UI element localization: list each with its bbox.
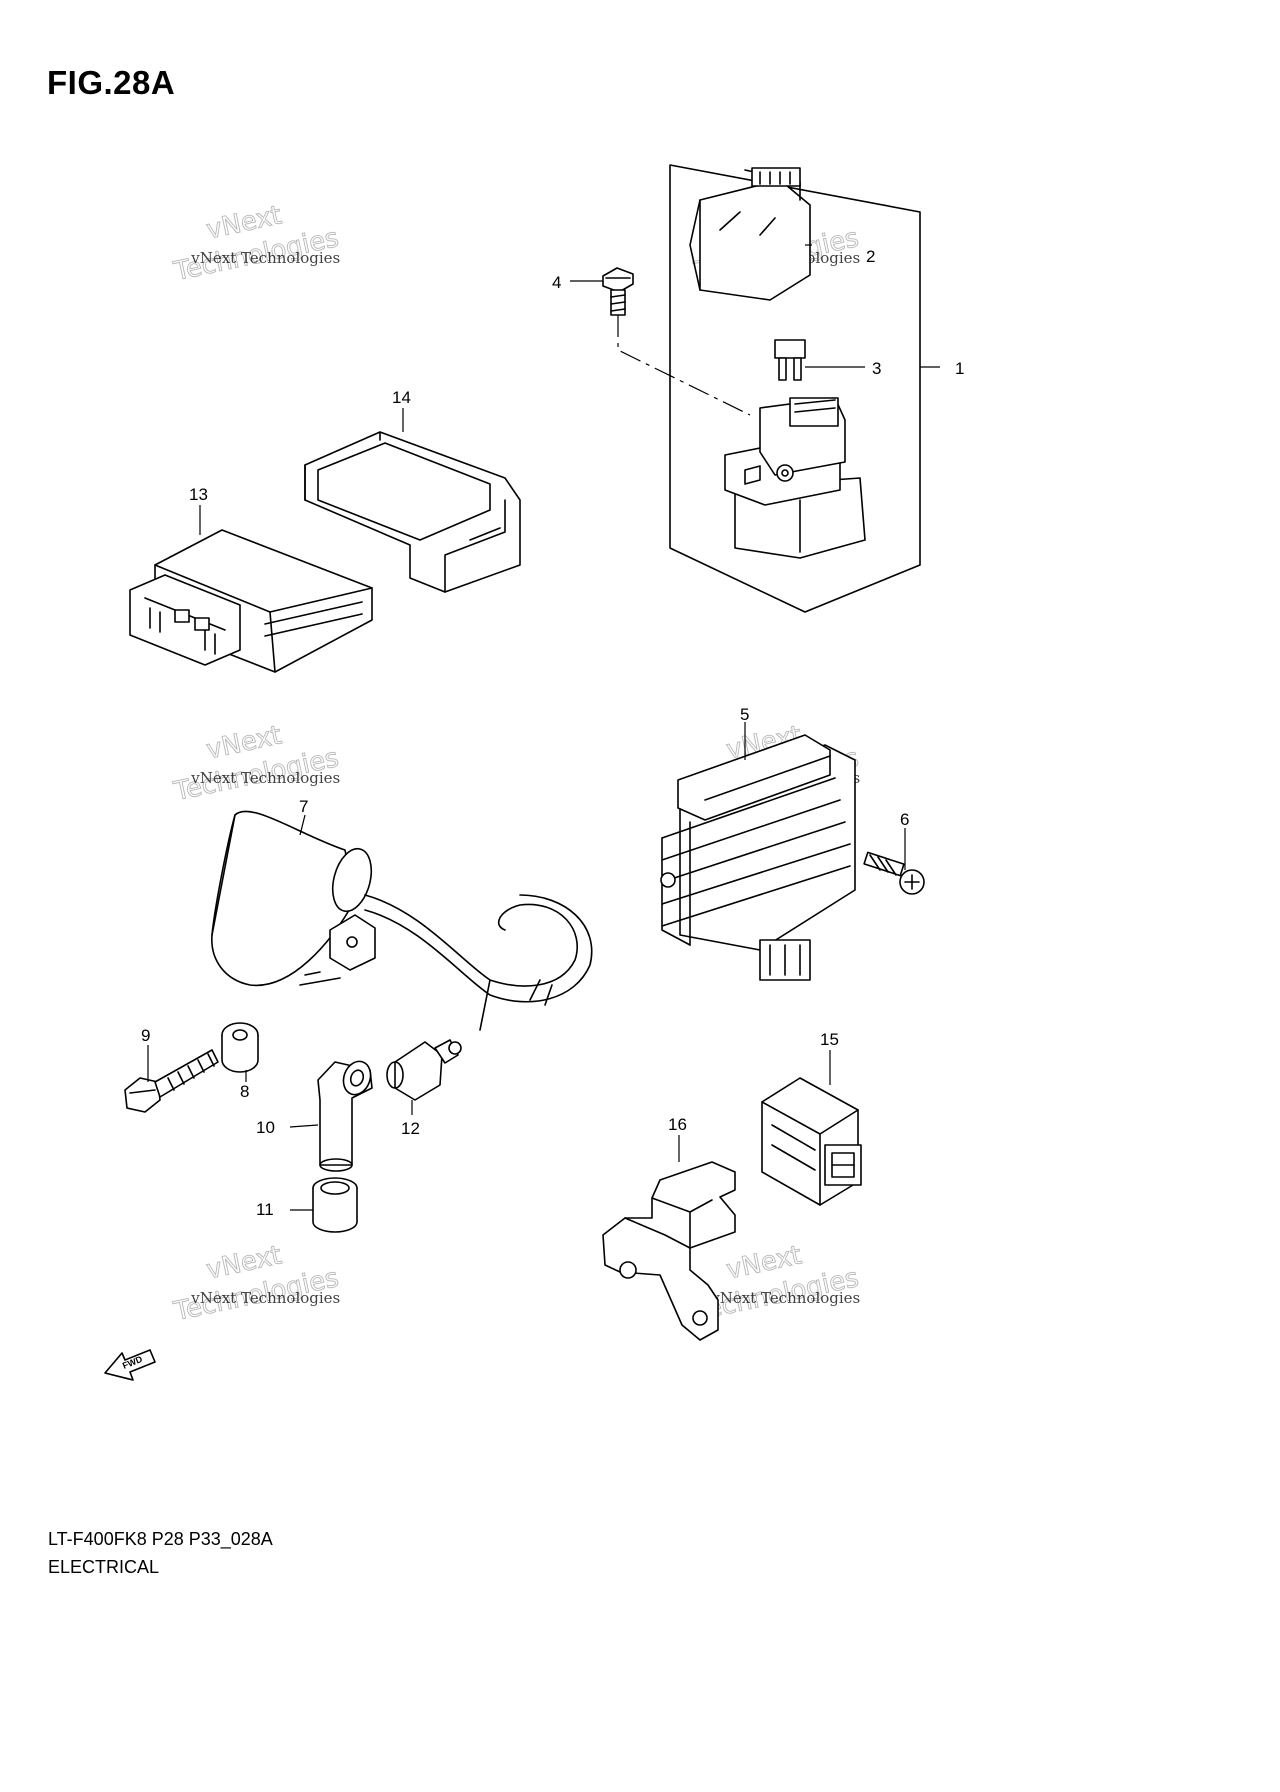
section-title: ELECTRICAL xyxy=(48,1557,160,1577)
relay-body xyxy=(724,397,866,559)
callout-6: 6 xyxy=(900,810,909,829)
callout-8: 8 xyxy=(240,1082,249,1101)
watermark-bottom-left: Technologies vNext vNext Technologies xyxy=(170,1240,341,1328)
callout-leaders xyxy=(147,244,940,1211)
watermark-top-left: Technologies vNext vNext Technologies xyxy=(170,200,341,288)
callout-4: 4 xyxy=(552,273,561,292)
mounting-bracket xyxy=(602,1161,736,1341)
svg-text:vNext Technologies: vNext Technologies xyxy=(190,249,340,267)
relay-cover xyxy=(689,167,811,301)
callout-3: 3 xyxy=(872,359,881,378)
callout-10: 10 xyxy=(256,1118,275,1137)
callout-14: 14 xyxy=(392,388,411,407)
spark-plug-cap xyxy=(317,1060,373,1172)
relay-fuse xyxy=(774,339,806,381)
regulator-rectifier xyxy=(660,734,856,981)
svg-text:vNext Technologies: vNext Technologies xyxy=(710,1289,860,1307)
regulator-screw xyxy=(863,851,925,895)
assembly-outline xyxy=(669,164,921,613)
figure-code: LT-F400FK8 P28 P33_028A xyxy=(48,1529,273,1549)
callout-9: 9 xyxy=(141,1026,150,1045)
callout-11: 11 xyxy=(256,1200,274,1219)
callout-7: 7 xyxy=(299,797,308,816)
bolt-alignment-line xyxy=(617,315,751,416)
starter-relay-assembly xyxy=(602,164,921,613)
watermark-middle-left: Technologies vNext vNext Technologies xyxy=(170,720,341,808)
callout-1: 1 xyxy=(955,359,964,378)
callout-12: 12 xyxy=(401,1119,420,1138)
ignition-coil xyxy=(211,810,593,1031)
figure-title: FIG.28A xyxy=(47,64,176,101)
ecu-holder xyxy=(304,431,521,593)
callout-15: 15 xyxy=(820,1030,839,1049)
coil-spacer xyxy=(221,1022,259,1073)
callout-16: 16 xyxy=(668,1115,687,1134)
callout-5: 5 xyxy=(740,705,749,724)
callout-2: 2 xyxy=(866,247,875,266)
ecu-unit xyxy=(129,529,373,673)
electrical-connector xyxy=(761,1077,862,1206)
noise-suppressor xyxy=(386,1039,462,1101)
relay-bolt xyxy=(602,267,634,316)
forward-direction-arrow: FWD xyxy=(104,1349,156,1381)
coil-bolt xyxy=(124,1049,219,1113)
plug-cap-seal xyxy=(312,1177,358,1233)
svg-text:vNext Technologies: vNext Technologies xyxy=(190,1289,340,1307)
svg-text:vNext Technologies: vNext Technologies xyxy=(190,769,340,787)
callout-labels: 1 2 3 4 5 6 7 8 9 10 11 12 13 14 15 16 xyxy=(141,247,964,1219)
callout-13: 13 xyxy=(189,485,208,504)
